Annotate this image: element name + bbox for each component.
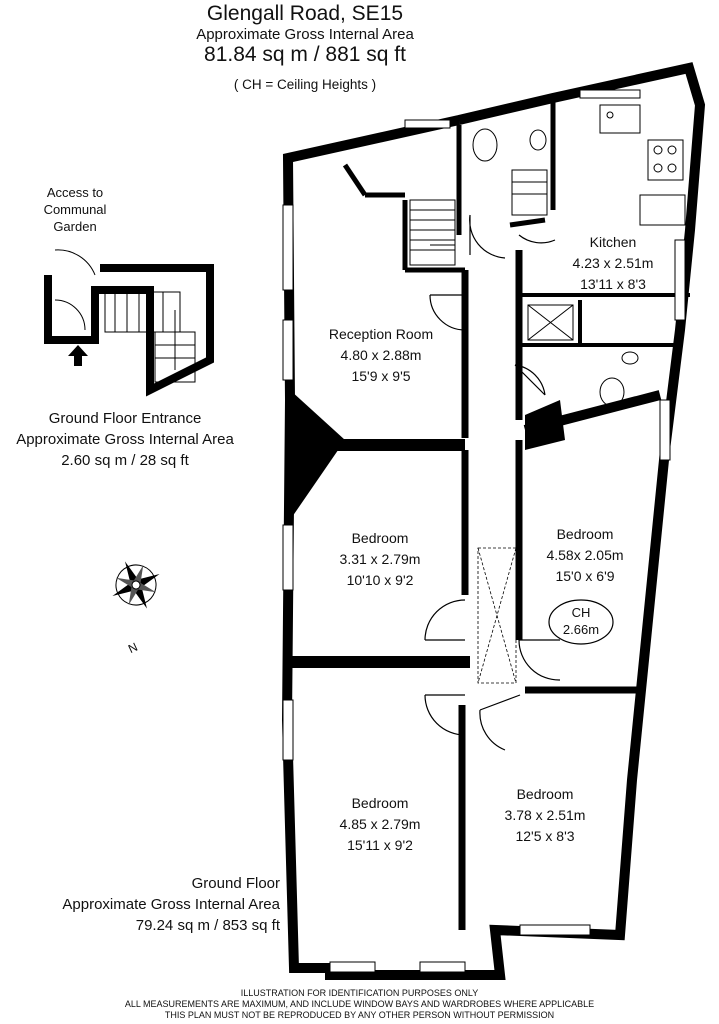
disclaimer-line-2: ALL MEASUREMENTS ARE MAXIMUM, AND INCLUD… (124, 999, 595, 1009)
fixtures (472, 104, 686, 407)
disclaimer-line-3: THIS PLAN MUST NOT BE REPRODUCED BY ANY … (164, 1010, 555, 1020)
room-name: Bedroom (556, 526, 614, 542)
room-bedroom-mid-left: Bedroom 3.31 x 2.79m 10'10 x 9'2 (300, 528, 460, 591)
ch-value: 2.66m (562, 622, 600, 637)
compass-rose-icon (112, 561, 160, 609)
entrance-area: 2.60 sq m / 28 sq ft (61, 452, 189, 469)
room-metric: 4.23 x 2.51m (572, 255, 654, 271)
room-name: Bedroom (516, 786, 574, 802)
entrance-subtitle: Approximate Gross Internal Area (16, 431, 234, 448)
ground-floor-title: Ground Floor (191, 875, 280, 892)
room-imperial: 15'11 x 9'2 (347, 837, 413, 853)
room-metric: 4.58x 2.05m (546, 547, 624, 563)
room-bedroom-front-left: Bedroom 4.85 x 2.79m 15'11 x 9'2 (300, 793, 460, 856)
room-imperial: 10'10 x 9'2 (346, 572, 414, 588)
ceiling-height-oval (548, 599, 614, 645)
room-imperial: 15'0 x 6'9 (555, 568, 615, 584)
room-bedroom-mid-right: Bedroom 4.58x 2.05m 15'0 x 6'9 (520, 524, 650, 587)
ground-floor-area-block: Ground Floor Approximate Gross Internal … (20, 873, 280, 936)
room-kitchen: Kitchen 4.23 x 2.51m 13'11 x 8'3 (548, 232, 678, 295)
entrance-walls (44, 264, 214, 397)
chimney-breasts (290, 390, 565, 520)
disclaimer-line-1: ILLUSTRATION FOR IDENTIFICATION PURPOSES… (240, 988, 479, 998)
ceiling-height-note: ( CH = Ceiling Heights ) (233, 76, 377, 92)
room-imperial: 12'5 x 8'3 (515, 828, 575, 844)
doors (424, 214, 561, 751)
room-name: Bedroom (351, 795, 409, 811)
room-name: Kitchen (589, 234, 637, 250)
room-reception: Reception Room 4.80 x 2.88m 15'9 x 9'5 (296, 324, 466, 387)
header-subtitle: Approximate Gross Internal Area (196, 26, 414, 44)
disclaimer: ILLUSTRATION FOR IDENTIFICATION PURPOSES… (0, 988, 719, 1021)
ch-abbrev: CH (571, 605, 591, 620)
corridor-skylight (477, 547, 517, 684)
ground-floor-area: 79.24 sq m / 853 sq ft (135, 917, 280, 934)
plan-header: Glengall Road, SE15 Approximate Gross In… (0, 2, 610, 92)
entrance-title: Ground Floor Entrance (48, 410, 202, 427)
total-area: 81.84 sq m / 881 sq ft (204, 43, 406, 67)
internal-stairs (409, 169, 548, 266)
room-bedroom-front-right: Bedroom 3.78 x 2.51m 12'5 x 8'3 (470, 784, 620, 847)
room-imperial: 15'9 x 9'5 (351, 368, 411, 384)
windows (282, 89, 686, 973)
entrance-arrow-icon (68, 345, 88, 366)
entrance-area-block: Ground Floor Entrance Approximate Gross … (0, 408, 250, 471)
room-name: Reception Room (328, 326, 434, 342)
room-metric: 4.85 x 2.79m (339, 816, 421, 832)
room-imperial: 13'11 x 8'3 (580, 276, 646, 292)
room-metric: 3.31 x 2.79m (339, 551, 421, 567)
communal-garden-label: Access to Communal Garden (43, 185, 107, 234)
room-name: Bedroom (351, 530, 409, 546)
room-metric: 4.80 x 2.88m (340, 347, 422, 363)
entrance-stairs (54, 249, 196, 383)
room-metric: 3.78 x 2.51m (504, 807, 586, 823)
ceiling-height-label: CH 2.66m (551, 604, 611, 638)
ground-floor-subtitle: Approximate Gross Internal Area (62, 896, 280, 913)
property-title: Glengall Road, SE15 (206, 2, 404, 25)
